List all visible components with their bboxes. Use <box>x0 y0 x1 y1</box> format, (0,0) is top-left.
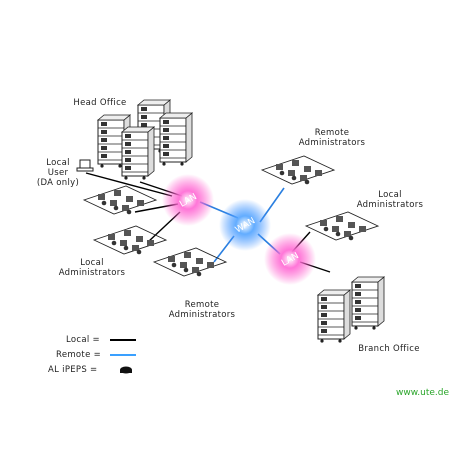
lan-glow <box>162 174 214 226</box>
computer-icon <box>76 159 94 172</box>
branch-office-servers <box>317 276 385 344</box>
credit-text: www.ute.de <box>396 388 449 398</box>
desk-cluster <box>93 225 167 255</box>
head-office-servers <box>97 99 193 181</box>
local-administrators-right-label: Local Administrators <box>356 190 424 210</box>
wan-glow <box>219 199 271 251</box>
desk-cluster <box>261 155 335 185</box>
local-user-label: Local User (DA only) <box>36 158 80 188</box>
head-office-label: Head Office <box>73 98 127 108</box>
lan-glow <box>264 233 316 285</box>
legend-local: Local = <box>66 335 100 345</box>
remote-administrators-top-label: Remote Administrators <box>298 128 366 148</box>
desk-cluster <box>305 211 379 241</box>
legend-al-ipeps: AL iPEPS = <box>48 365 98 375</box>
desk-cluster <box>153 247 227 277</box>
remote-administrators-bottom-label: Remote Administrators <box>168 300 236 320</box>
branch-office-label: Branch Office <box>358 344 420 354</box>
router-icon <box>120 366 132 374</box>
legend-remote: Remote = <box>56 350 102 360</box>
local-administrators-left-label: Local Administrators <box>58 258 126 278</box>
